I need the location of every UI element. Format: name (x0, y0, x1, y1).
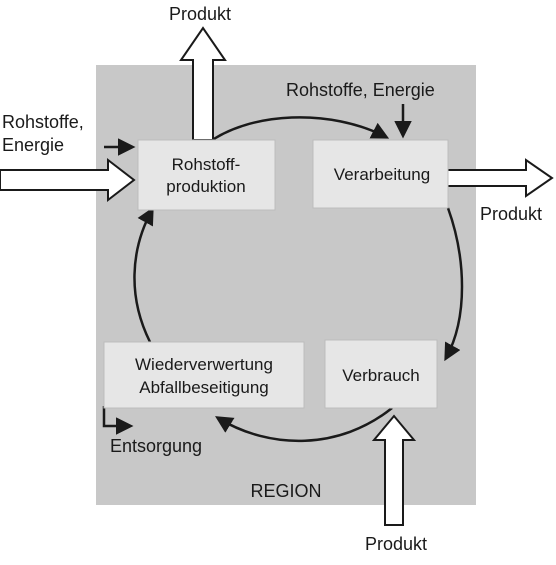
produkt-right-label: Produkt (480, 204, 542, 224)
box-rohstoffproduktion-line1: Rohstoff- (172, 155, 241, 174)
entsorgung-label: Entsorgung (110, 436, 202, 456)
box-verarbeitung-label: Verarbeitung (334, 165, 430, 184)
cycle-arc-verbrauch-to-wiederverwertung (215, 407, 393, 443)
rohstoffe-energie-left-label-2: Energie (2, 135, 64, 155)
input-arrow-left (0, 157, 136, 203)
cycle-arc-verarbeitung-to-verbrauch (444, 207, 464, 362)
rohstoffe-energie-top-label: Rohstoffe, Energie (286, 80, 435, 100)
produkt-out-up-arrow (179, 26, 227, 141)
box-rohstoffproduktion-line2: produktion (166, 177, 245, 196)
cycle-arc-rohstoff-to-verarbeitung (207, 116, 390, 145)
rohstoffe-energie-left-label-1: Rohstoffe, (2, 112, 84, 132)
box-wiederverwertung-line1: Wiederverwertung (135, 355, 273, 374)
produkt-top-label: Produkt (169, 4, 231, 24)
box-wiederverwertung (103, 341, 305, 409)
produkt-in-bottom-arrow (371, 414, 417, 526)
cycle-arc-wiederverwertung-to-rohstoff (133, 206, 154, 343)
region-area (96, 65, 476, 505)
box-verbrauch-label: Verbrauch (342, 366, 420, 385)
region-label: REGION (250, 481, 321, 501)
box-verarbeitung (312, 139, 449, 209)
produkt-bottom-label: Produkt (365, 534, 427, 554)
entsorgung-arrow (102, 406, 134, 435)
box-rohstoffproduktion (137, 139, 276, 211)
box-verbrauch (324, 339, 438, 409)
produkt-out-right-arrow (446, 158, 554, 198)
box-wiederverwertung-line2: Abfallbeseitigung (139, 378, 268, 397)
